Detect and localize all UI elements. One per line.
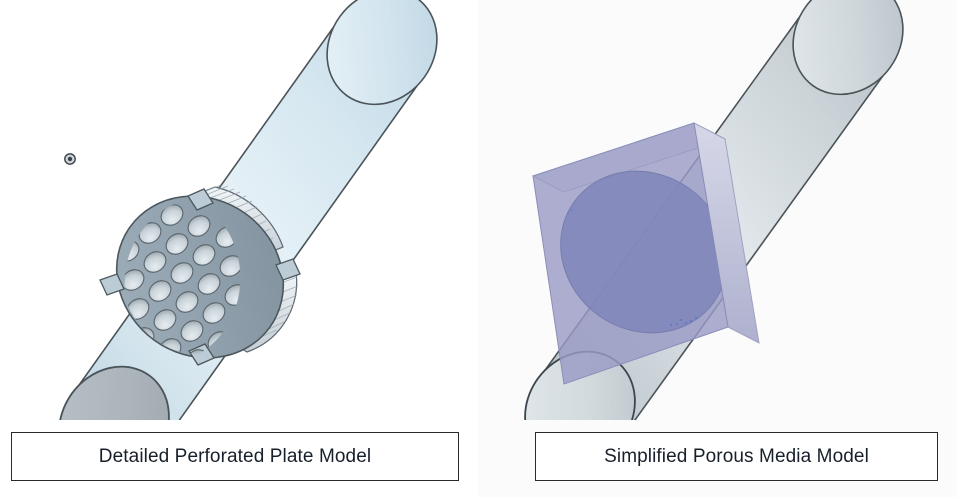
porous-media-slab[interactable] [529, 122, 760, 385]
caption-label-right: Simplified Porous Media Model [604, 445, 869, 467]
plate-notches [99, 188, 301, 366]
viewport-simplified-porous-media[interactable] [478, 0, 957, 420]
perforation-holes [124, 199, 241, 355]
viewport-detailed-perforated-plate[interactable] [0, 0, 478, 420]
caption-box-detailed-perforated-plate: Detailed Perforated Plate Model [11, 432, 459, 481]
plate-notch-right [275, 258, 301, 281]
intersection-speckle [670, 317, 697, 326]
plate-notch-bottom [188, 343, 215, 366]
slab-edge-speckle [567, 209, 573, 214]
porous-zone [560, 170, 728, 334]
perforated-plate[interactable] [85, 163, 316, 392]
caption-label-left: Detailed Perforated Plate Model [98, 445, 372, 467]
plate-notch-left [99, 273, 125, 296]
pipe-end-cap-near-left [58, 365, 170, 420]
caption-box-simplified-porous-media: Simplified Porous Media Model [535, 432, 938, 481]
pipe-end-cap-far-right [792, 0, 904, 96]
pipe-end-cap-far-left [326, 0, 438, 106]
plate-notch-top [187, 188, 214, 211]
origin-point-marker[interactable] [64, 153, 76, 165]
